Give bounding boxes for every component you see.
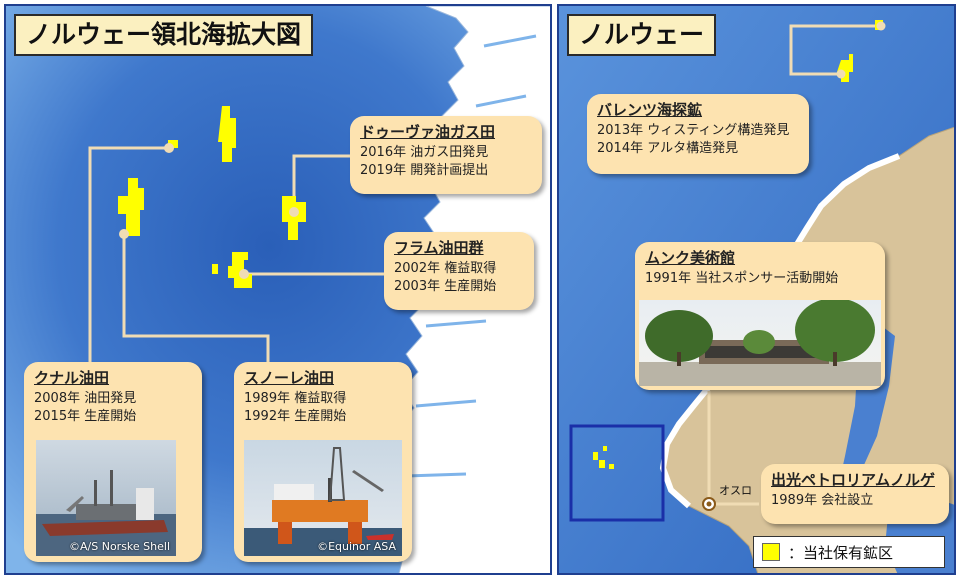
norway-map-panel: ノルウェー バレンツ海探鉱 2013年 ウィスティング構造発見 2014年 アル…: [557, 4, 956, 575]
callout-fram-name: フラム油田群: [394, 239, 484, 257]
snorre-photo-credit: ©Equinor ASA: [317, 540, 396, 553]
callout-duva-line-2: 2019年 開発計画提出: [360, 163, 489, 178]
callout-knarr: クナル油田 2008年 油田発見 2015年 生産開始 ©A/S Norske …: [24, 362, 202, 562]
callout-snorre-line-2: 1992年 生産開始: [244, 409, 347, 424]
oslo-label: オスロ: [719, 484, 752, 497]
license-blocks: [118, 106, 306, 288]
north-sea-license-blocks: [593, 446, 614, 469]
license-block-fram: [228, 252, 252, 288]
connector-lines: [88, 146, 384, 366]
license-block-north: [218, 106, 236, 162]
callout-duva-line-1: 2016年 油ガス田発見: [360, 145, 489, 160]
knarr-connector: [88, 146, 166, 366]
callout-knarr-name: クナル油田: [34, 369, 110, 387]
knarr-fpso-photo: ©A/S Norske Shell: [36, 440, 176, 556]
callout-snorre-line-1: 1989年 権益取得: [244, 391, 347, 406]
callout-barents: バレンツ海探鉱 2013年 ウィスティング構造発見 2014年 アルタ構造発見: [587, 94, 809, 174]
callout-duva: ドゥーヴァ油ガス田 2016年 油ガス田発見 2019年 開発計画提出: [350, 116, 542, 194]
north-sea-title: ノルウェー領北海拡大図: [14, 14, 314, 56]
callout-barents-line-2: 2014年 アルタ構造発見: [597, 141, 739, 156]
license-block-duva: [282, 196, 306, 240]
license-block-knarr: [118, 178, 144, 236]
north-sea-inset-box: [569, 424, 665, 522]
oslo-marker-center: [706, 501, 712, 507]
snorre-platform-photo: ©Equinor ASA: [244, 440, 402, 556]
barents-connector: [789, 24, 881, 76]
duva-connector: [292, 154, 356, 211]
callout-fram-line-2: 2003年 生産開始: [394, 279, 497, 294]
callout-knarr-line-1: 2008年 油田発見: [34, 391, 137, 406]
callout-munch-name: ムンク美術館: [645, 249, 736, 267]
callout-knarr-line-2: 2015年 生産開始: [34, 409, 137, 424]
callout-barents-line-1: 2013年 ウィスティング構造発見: [597, 123, 790, 138]
north-sea-map-panel: ノルウェー領北海拡大図 ドゥーヴァ油ガス田 2016年 油ガス田発見 2019年…: [4, 4, 552, 575]
legend-license-swatch: [762, 543, 780, 561]
callout-munch: ムンク美術館 1991年 当社スポンサー活動開始: [635, 242, 885, 390]
callout-duva-name: ドゥーヴァ油ガス田: [360, 123, 496, 141]
connector-dots: [119, 143, 299, 279]
callout-fram-line-1: 2002年 権益取得: [394, 261, 497, 276]
license-block-fram-2: [212, 264, 218, 274]
callout-snorre-name: スノーレ油田: [244, 369, 335, 387]
norway-title: ノルウェー: [567, 14, 717, 56]
connector-lines: [707, 24, 881, 506]
callout-idemitsu: 出光ペトロリアムノルゲ 1989年 会社設立: [761, 464, 949, 524]
callout-idemitsu-line-1: 1989年 会社設立: [771, 493, 874, 508]
callout-snorre: スノーレ油田 1989年 権益取得 1992年 生産開始: [234, 362, 412, 562]
connector-dots: [836, 21, 886, 79]
knarr-photo-credit: ©A/S Norske Shell: [69, 540, 170, 553]
munch-museum-photo: [639, 300, 881, 386]
callout-barents-name: バレンツ海探鉱: [597, 101, 703, 119]
legend-text: ：当社保有鉱区: [788, 543, 894, 562]
callout-idemitsu-name: 出光ペトロリアムノルゲ: [771, 471, 935, 489]
legend: ：当社保有鉱区: [753, 536, 945, 568]
callout-munch-line-1: 1991年 当社スポンサー活動開始: [645, 271, 839, 286]
callout-fram: フラム油田群 2002年 権益取得 2003年 生産開始: [384, 232, 534, 310]
snorre-connector: [122, 234, 270, 366]
